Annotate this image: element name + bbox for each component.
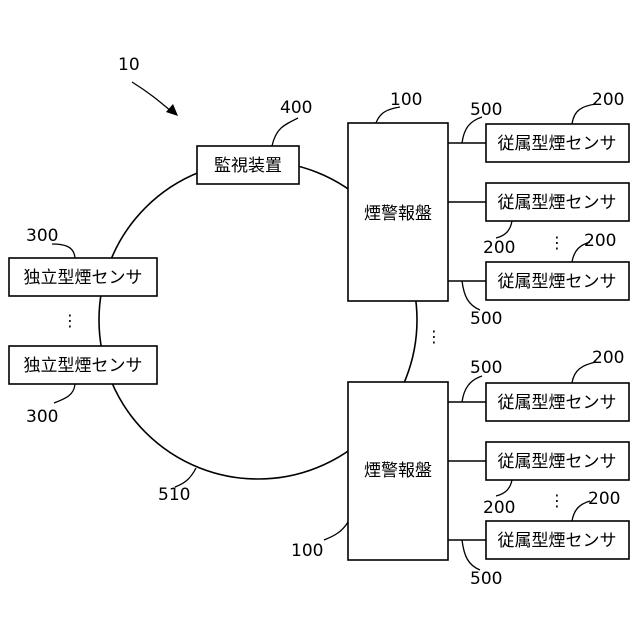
figure-arrow	[132, 82, 172, 112]
arrow-head	[166, 104, 178, 116]
panel-ref: 100	[291, 541, 323, 561]
sensor-ref: 200	[592, 348, 624, 368]
slave-ellipsis: ⋮	[549, 491, 565, 510]
independent-ellipsis: ⋮	[62, 311, 78, 330]
loop-ref: 510	[158, 485, 190, 505]
connection-leader	[462, 376, 482, 402]
independent-sensor-label: 独立型煙センサ	[24, 268, 143, 288]
independent-sensor-leader	[52, 244, 75, 258]
sensor-ref: 200	[592, 90, 624, 110]
slave-sensor-label: 従属型煙センサ	[498, 531, 617, 551]
monitor-ref: 400	[280, 98, 312, 118]
slave-sensor-label: 従属型煙センサ	[498, 134, 617, 154]
slave-sensor-label: 従属型煙センサ	[498, 272, 617, 292]
connection-ref: 500	[470, 309, 502, 329]
slave-sensor-label: 従属型煙センサ	[498, 393, 617, 413]
panel-leader	[324, 522, 348, 540]
connection-leader	[462, 281, 480, 310]
independent-sensor-ref: 300	[26, 226, 58, 246]
connection-ref: 500	[470, 569, 502, 589]
slave-ellipsis: ⋮	[549, 233, 565, 252]
monitor-leader	[272, 118, 298, 146]
independent-sensor-ref: 300	[26, 407, 58, 427]
sensor-leader	[496, 480, 512, 496]
sensor-ref: 200	[483, 498, 515, 518]
slave-sensor-label: 従属型煙センサ	[498, 193, 617, 213]
sensor-leader	[496, 221, 512, 238]
connection-ref: 500	[470, 358, 502, 378]
panel-label: 煙警報盤	[364, 204, 432, 224]
monitor-label: 監視装置	[214, 156, 282, 176]
sensor-ref: 200	[483, 238, 515, 258]
panel-ellipsis: ⋮	[426, 327, 442, 346]
independent-sensor-label: 独立型煙センサ	[24, 356, 143, 376]
connection-leader	[462, 117, 482, 143]
connection-ref: 500	[470, 100, 502, 120]
connection-leader	[462, 540, 480, 570]
panel-label: 煙警報盤	[364, 461, 432, 481]
independent-sensor-leader	[54, 384, 75, 403]
panel-ref: 100	[390, 90, 422, 110]
slave-sensor-label: 従属型煙センサ	[498, 452, 617, 472]
figure-ref: 10	[118, 55, 140, 75]
sensor-ref: 200	[584, 231, 616, 251]
sensor-ref: 200	[588, 489, 620, 509]
